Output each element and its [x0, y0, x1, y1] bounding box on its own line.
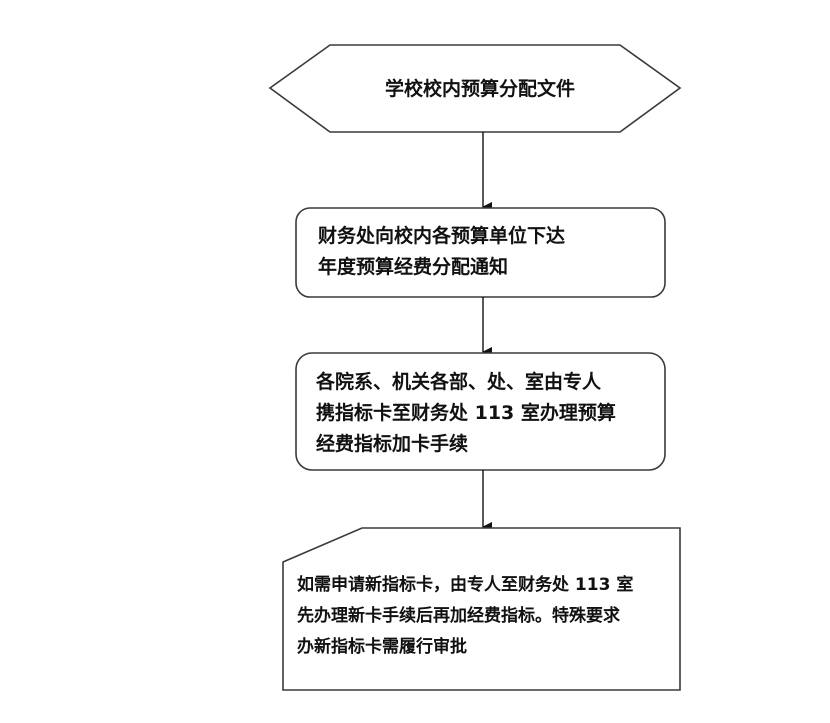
step2-line-1: 各院系、机关各部、处、室由专人: [315, 370, 602, 393]
step3-line-1: 如需申请新指标卡，由专人至财务处 113 室: [297, 574, 633, 595]
step2-node: 各院系、机关各部、处、室由专人 携指标卡至财务处 113 室办理预算 经费指标加…: [295, 352, 666, 471]
step1-line-2: 年度预算经费分配通知: [318, 255, 508, 278]
step3-line-3: 办新指标卡需履行审批: [297, 636, 467, 657]
start-node-label: 学校校内预算分配文件: [385, 77, 575, 100]
step1-line-1: 财务处向校内各预算单位下达: [318, 224, 565, 247]
start-node: 学校校内预算分配文件: [268, 44, 682, 133]
step3-node: 如需申请新指标卡，由专人至财务处 113 室 先办理新卡手续后再加经费指标。特殊…: [282, 527, 681, 691]
step1-node: 财务处向校内各预算单位下达 年度预算经费分配通知: [295, 207, 666, 298]
step2-line-2: 携指标卡至财务处 113 室办理预算: [316, 401, 616, 424]
step2-line-3: 经费指标加卡手续: [316, 432, 468, 455]
step3-line-2: 先办理新卡手续后再加经费指标。特殊要求: [297, 605, 620, 626]
